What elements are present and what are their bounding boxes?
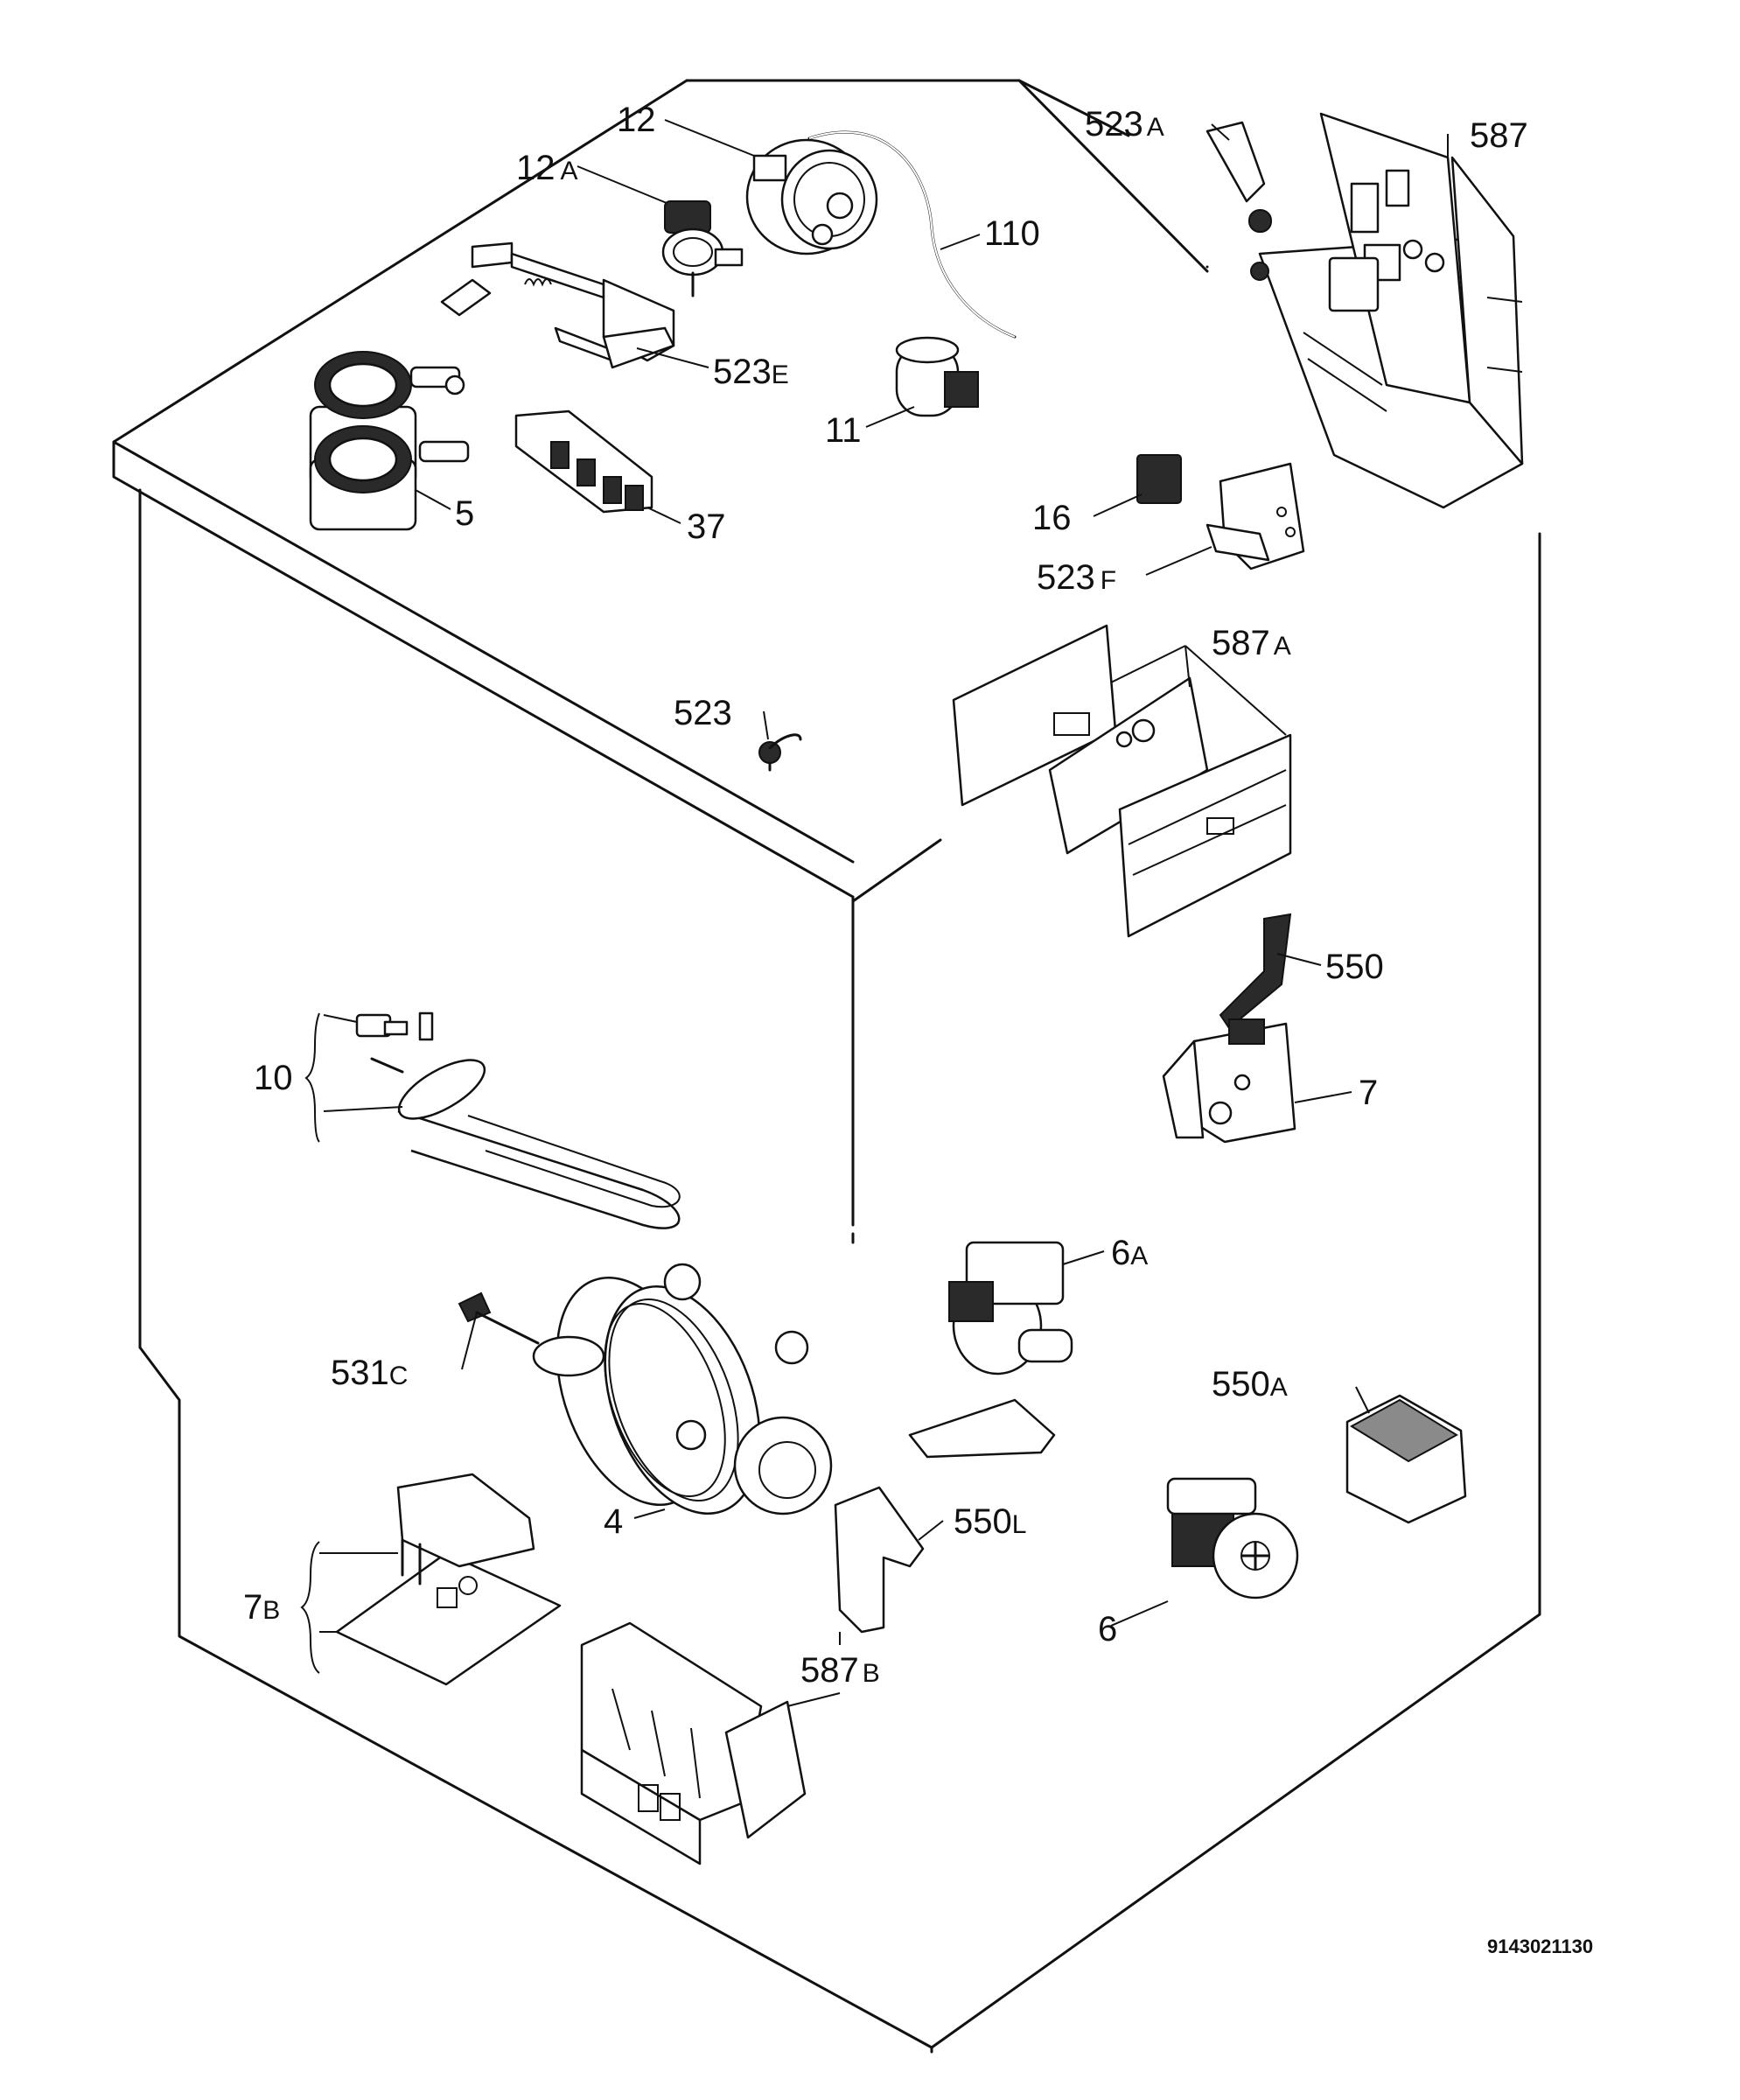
label-10: 10	[254, 1059, 293, 1097]
label-12: 12	[617, 101, 656, 139]
label-587: 587	[1470, 116, 1528, 155]
label-7: 7	[1359, 1074, 1378, 1112]
power-module-part	[580, 1621, 807, 1866]
label-4: 4	[604, 1502, 623, 1541]
label-550l: 550L	[954, 1502, 1026, 1541]
small-sensor-part	[758, 733, 802, 772]
relay-part	[1136, 454, 1305, 570]
circulation-pump-part	[1166, 1477, 1299, 1600]
control-boards-part	[952, 624, 1292, 938]
label-11: 11	[825, 411, 862, 450]
label-5: 5	[455, 494, 474, 533]
cover-part	[1345, 1394, 1467, 1524]
door-lock-part	[1162, 913, 1296, 1144]
label-37: 37	[687, 508, 726, 546]
leader-lines	[300, 119, 1449, 1707]
label-110: 110	[984, 214, 1040, 253]
label-550a: 550A	[1212, 1365, 1288, 1404]
label-523e: 523E	[713, 353, 789, 391]
label-531c: 531C	[331, 1354, 408, 1392]
pressure-switch-small-part	[661, 200, 744, 298]
motor-part	[532, 1263, 833, 1516]
label-523: 523	[674, 694, 732, 732]
solenoid-valve-part	[309, 351, 470, 531]
terminal-block-part	[514, 410, 653, 514]
clip-part	[834, 1486, 925, 1634]
bolt-part	[458, 1292, 540, 1345]
label-6: 6	[1098, 1610, 1117, 1648]
label-6a: 6A	[1111, 1234, 1148, 1272]
electronic-module-part	[1205, 112, 1524, 509]
cabinet-outline	[112, 79, 1541, 2054]
bracket-part	[440, 242, 675, 369]
label-16: 16	[1032, 499, 1072, 537]
hose-part	[807, 130, 1017, 339]
capacitor-part	[895, 336, 979, 417]
label-550: 550	[1325, 948, 1384, 986]
document-reference-number: 9143021130	[1487, 1936, 1593, 1957]
heating-element-part	[355, 1012, 681, 1229]
base-mount-part	[335, 1473, 562, 1686]
label-7b: 7B	[243, 1588, 280, 1627]
drain-pump-part	[908, 1241, 1073, 1459]
pressure-switch-part	[745, 138, 878, 256]
